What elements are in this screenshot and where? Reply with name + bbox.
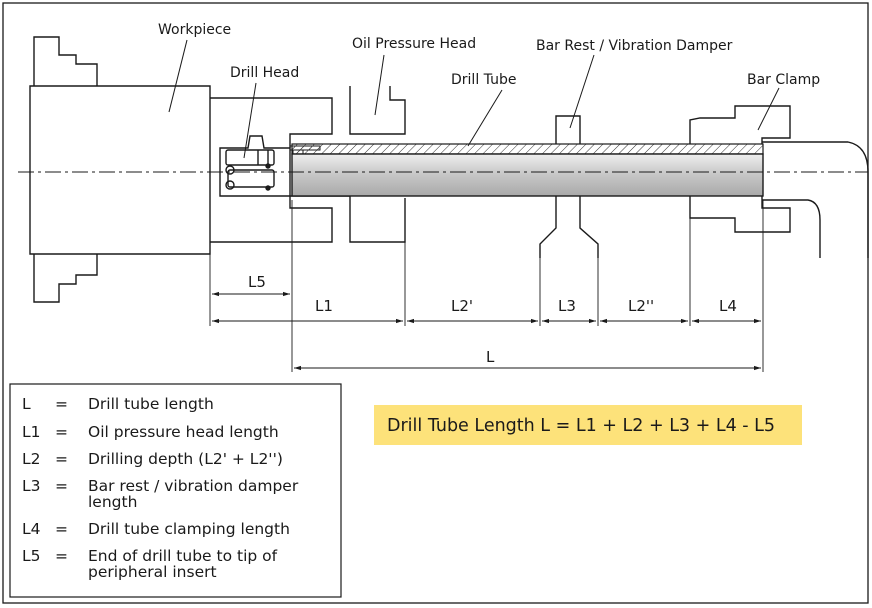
bar-rest-shape xyxy=(539,115,599,258)
legend-description: Bar rest / vibration damper xyxy=(88,477,299,495)
legend-description: Oil pressure head length xyxy=(88,423,279,441)
label-bar-rest: Bar Rest / Vibration Damper xyxy=(536,38,733,54)
dim-l: L xyxy=(486,348,495,366)
extension-lines xyxy=(209,200,764,372)
formula-box xyxy=(374,405,802,445)
legend-equals: = xyxy=(55,547,68,565)
drill-tube-wall xyxy=(291,143,764,155)
legend-symbol: L2 xyxy=(22,450,41,468)
dim-l4: L4 xyxy=(719,297,737,315)
dim-l5: L5 xyxy=(248,273,266,291)
legend-equals: = xyxy=(55,450,68,468)
legend-description: Drilling depth (L2' + L2'') xyxy=(88,450,283,468)
dim-l3: L3 xyxy=(558,297,576,315)
legend-description: End of drill tube to tip of xyxy=(88,547,278,565)
dim-l2a: L2' xyxy=(451,297,473,315)
legend-symbol: L4 xyxy=(22,520,41,538)
legend-description: length xyxy=(88,493,137,511)
legend-description: Drill tube length xyxy=(88,395,214,413)
dim-l2b: L2'' xyxy=(628,297,654,315)
leader-lines xyxy=(168,39,780,159)
label-workpiece: Workpiece xyxy=(158,22,231,38)
label-oil-pressure-head: Oil Pressure Head xyxy=(352,36,476,52)
label-drill-head: Drill Head xyxy=(230,65,299,81)
bar-clamp-shape xyxy=(689,105,869,258)
legend-equals: = xyxy=(55,520,68,538)
legend-symbol: L5 xyxy=(22,547,41,565)
legend-symbol: L1 xyxy=(22,423,41,441)
label-drill-tube: Drill Tube xyxy=(451,72,516,88)
legend-description: peripheral insert xyxy=(88,563,217,581)
legend-symbol: L xyxy=(22,395,31,413)
legend-description: Drill tube clamping length xyxy=(88,520,290,538)
legend-symbol: L3 xyxy=(22,477,41,495)
drill-head-shape xyxy=(210,97,333,243)
drill-tube-bar xyxy=(291,153,764,197)
formula-text: Drill Tube Length L = L1 + L2 + L3 + L4 … xyxy=(387,416,775,436)
legend-equals: = xyxy=(55,423,68,441)
dim-l1: L1 xyxy=(315,297,333,315)
legend-box xyxy=(9,383,342,598)
legend-equals: = xyxy=(55,477,68,495)
legend-equals: = xyxy=(55,395,68,413)
workpiece-shape xyxy=(29,36,211,303)
dimension-arrows xyxy=(212,291,761,371)
label-bar-clamp: Bar Clamp xyxy=(747,72,820,88)
